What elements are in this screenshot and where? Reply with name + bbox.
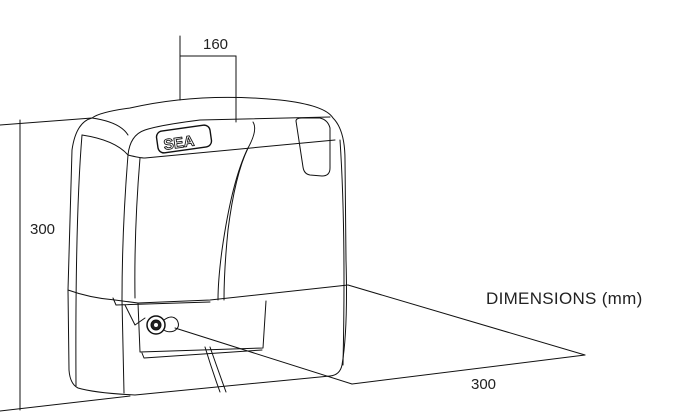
depth-dimension-lines xyxy=(174,284,586,385)
dimensions-title: DIMENSIONS (mm) xyxy=(486,289,643,308)
key-lock xyxy=(146,315,179,335)
motor-housing xyxy=(67,96,349,396)
height-dimension-lines xyxy=(0,117,131,412)
sea-logo: SEA xyxy=(155,124,213,154)
depth-label: 300 xyxy=(471,376,497,393)
height-label: 300 xyxy=(30,221,56,238)
svg-text:SEA: SEA xyxy=(163,133,196,154)
width-dimension-lines xyxy=(179,35,237,123)
width-label: 160 xyxy=(203,36,229,53)
